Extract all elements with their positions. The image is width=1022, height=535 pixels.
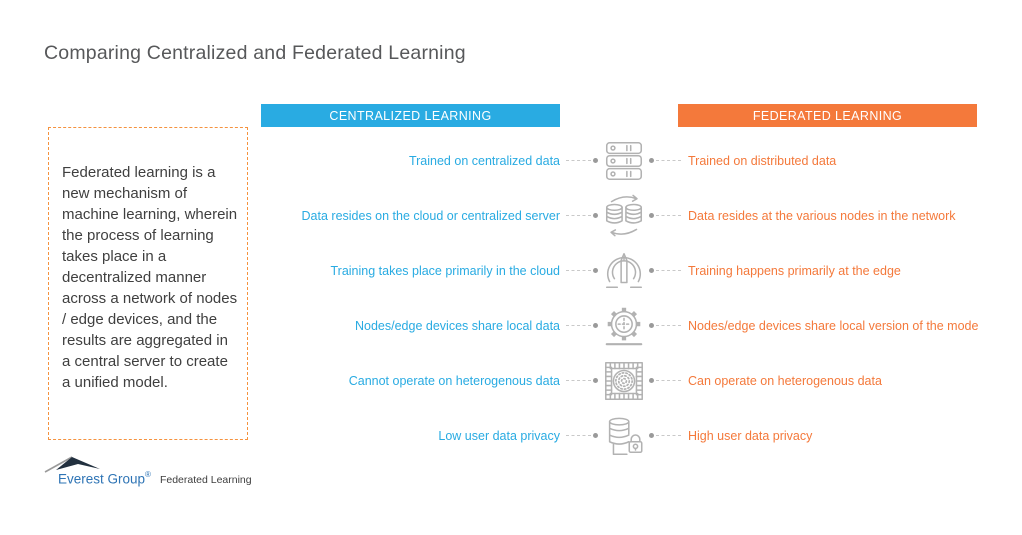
description-box: Federated learning is a new mechanism of… [48, 127, 248, 440]
dotted-connector-right [656, 325, 681, 326]
centralized-label: Trained on centralized data [408, 153, 560, 168]
connector-dot-left [593, 433, 598, 438]
dotted-connector-right [656, 215, 681, 216]
connector-dot-left [593, 213, 598, 218]
brand-name: Everest Group [58, 471, 146, 487]
centralized-label: Nodes/edge devices share local data [355, 318, 560, 333]
centralized-label: Data resides on the cloud or centralized… [301, 208, 560, 223]
federated-label: Nodes/edge devices share local version o… [688, 318, 979, 333]
database-sync-icon [600, 191, 647, 241]
federated-label: Data resides at the various nodes in the… [688, 208, 956, 223]
connector-dot-left [593, 268, 598, 273]
header-federated-learning: FEDERATED LEARNING [678, 104, 977, 127]
header-centralized-learning: CENTRALIZED LEARNING [261, 104, 560, 127]
comparison-row: Trained on centralized data Trained on d… [0, 133, 1022, 188]
dotted-connector-right [656, 160, 681, 161]
connector-dot-right [649, 323, 654, 328]
federated-label: High user data privacy [688, 428, 813, 443]
centralized-label: Low user data privacy [438, 428, 560, 443]
logo-tagline: Federated Learning [159, 474, 252, 487]
comparison-row: Low user data privacy High user data pri… [0, 408, 1022, 463]
connector-dot-right [649, 378, 654, 383]
header-centralized-label: CENTRALIZED LEARNING [329, 108, 492, 123]
pencil-broadcast-icon [600, 246, 647, 296]
federated-label: Trained on distributed data [688, 153, 837, 168]
dotted-connector-left [566, 160, 591, 161]
dotted-connector-left [566, 380, 591, 381]
federated-label: Can operate on heterogenous data [688, 373, 882, 388]
comparison-row: Data resides on the cloud or centralized… [0, 188, 1022, 243]
centralized-label: Cannot operate on heterogenous data [348, 373, 560, 388]
dotted-connector-right [656, 270, 681, 271]
database-lock-icon [600, 411, 647, 461]
connector-dot-right [649, 158, 654, 163]
centralized-label: Training takes place primarily in the cl… [330, 263, 560, 278]
connector-dot-left [593, 378, 598, 383]
connector-dot-right [649, 213, 654, 218]
registered-mark: ® [145, 470, 151, 479]
comparison-row: Nodes/edge devices share local data Node… [0, 298, 1022, 353]
connector-dot-left [593, 158, 598, 163]
connector-dot-right [649, 433, 654, 438]
mountain-icon [44, 456, 100, 473]
comparison-row: Training takes place primarily in the cl… [0, 243, 1022, 298]
connector-dot-left [593, 323, 598, 328]
dotted-connector-left [566, 325, 591, 326]
comparison-rows: Trained on centralized data Trained on d… [0, 133, 1022, 463]
dotted-connector-right [656, 380, 681, 381]
header-federated-label: FEDERATED LEARNING [752, 108, 903, 123]
description-text: Federated learning is a new mechanism of… [62, 164, 238, 391]
dotted-connector-left [566, 215, 591, 216]
brand-line: Everest Group® Federated Learning [58, 470, 252, 488]
dotted-connector-left [566, 270, 591, 271]
page-title: Comparing Centralized and Federated Lear… [44, 42, 466, 64]
everest-group-logo: Everest Group® Federated Learning [44, 454, 304, 494]
grid-filter-icon [600, 356, 647, 406]
gear-crosshair-icon [600, 301, 647, 351]
dotted-connector-left [566, 435, 591, 436]
connector-dot-right [649, 268, 654, 273]
comparison-row: Cannot operate on heterogenous data Can … [0, 353, 1022, 408]
federated-label: Training happens primarily at the edge [688, 263, 901, 278]
server-stack-icon [600, 136, 647, 186]
dotted-connector-right [656, 435, 681, 436]
